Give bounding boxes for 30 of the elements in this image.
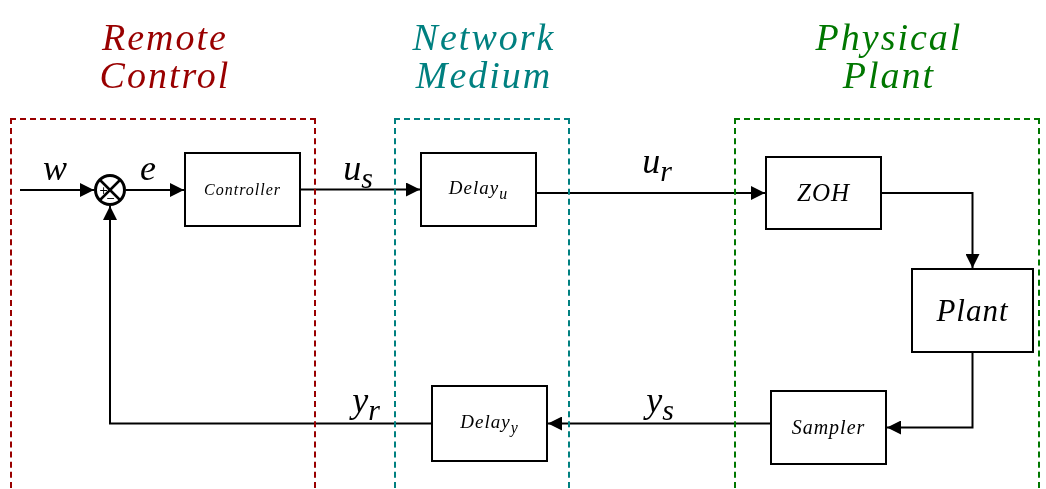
arrow [103, 205, 432, 425]
edge-label: e [140, 150, 156, 186]
summing-junction [94, 174, 126, 206]
sign-label: + [99, 185, 109, 196]
edge-label: w [43, 150, 67, 186]
sign-label: − [106, 193, 116, 204]
block-label: Sampler [791, 416, 866, 439]
arrow [881, 192, 980, 269]
arrow [886, 352, 974, 435]
arrow [536, 186, 766, 200]
block-label: ZOH [797, 179, 850, 207]
region-title: Remote Control [98, 18, 232, 94]
arrow [125, 183, 185, 197]
edge-label: u$_{r}$ [642, 143, 672, 190]
block-box [184, 152, 301, 227]
block-box [420, 152, 537, 227]
block-label: Delay$_{y}$ [460, 410, 519, 437]
block-label: Delay$_{u}$ [448, 176, 509, 203]
edge-label: u$_{s}$ [343, 150, 373, 197]
block-label: Plant [936, 292, 1009, 329]
block-box [770, 390, 887, 465]
block-label: Controller [204, 180, 281, 199]
region-title: Network Medium [411, 18, 557, 94]
block-box [765, 156, 882, 230]
block-box [431, 385, 548, 462]
arrow [300, 182, 421, 197]
region-title: Physical Plant [814, 18, 964, 94]
block-box [911, 268, 1034, 353]
arrow [547, 416, 771, 431]
arrow [19, 183, 95, 197]
